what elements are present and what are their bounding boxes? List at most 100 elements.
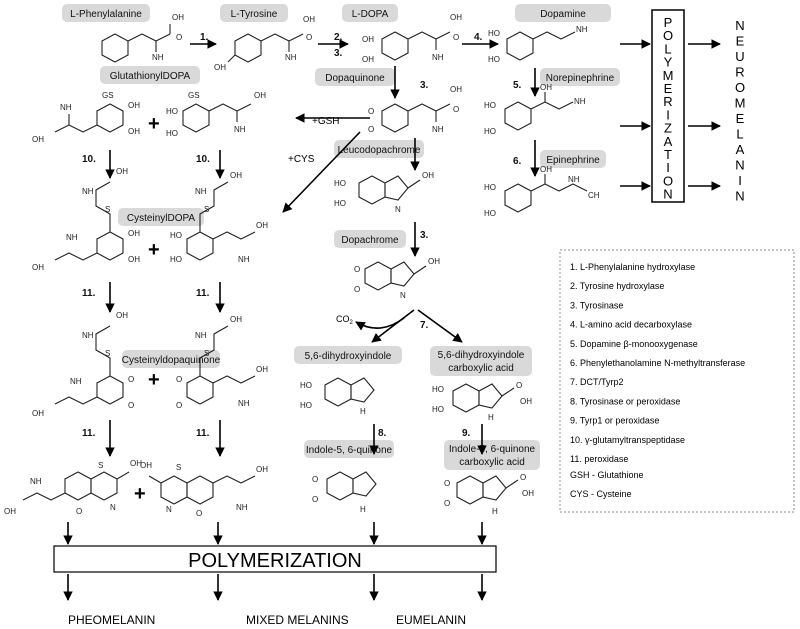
svg-text:Dopamine: Dopamine	[540, 9, 586, 20]
svg-text:carboxylic acid: carboxylic acid	[459, 457, 525, 468]
legend-item: 9. Tyrp1 or peroxidase	[570, 416, 659, 426]
svg-text:O: O	[354, 285, 360, 294]
structure-glutathionyl-dopa: GS OH OH NH OH	[32, 91, 140, 144]
svg-text:OH: OH	[32, 409, 44, 418]
svg-text:O: O	[312, 475, 318, 484]
svg-text:S: S	[105, 349, 110, 358]
svg-text:OH: OH	[116, 167, 128, 176]
label-dopachrome: Dopachrome	[334, 230, 406, 248]
svg-text:OH: OH	[362, 35, 374, 44]
svg-text:O: O	[453, 33, 459, 42]
svg-text:N: N	[110, 503, 116, 512]
neuromelanin-letter: N	[735, 158, 744, 173]
svg-text:HO: HO	[484, 183, 496, 192]
step-8: 8.	[378, 428, 387, 439]
neuromelanin-letter: N	[735, 189, 744, 204]
svg-text:NH: NH	[432, 53, 444, 62]
svg-text:O: O	[128, 401, 134, 410]
label-dopaquinone: Dopaquinone	[315, 68, 395, 86]
svg-text:carboxylic acid: carboxylic acid	[448, 363, 514, 374]
svg-text:Indole-5, 6-quinone: Indole-5, 6-quinone	[449, 444, 536, 455]
svg-text:OH: OH	[230, 315, 242, 324]
svg-text:OH: OH	[256, 221, 268, 230]
legend-item: 6. Phenylethanolamine N-methyltransferas…	[570, 358, 745, 368]
structure-cysteinyl-dopa-2: S HO HO NH OH NH OH	[170, 171, 268, 264]
legend-item: 4. L-amino acid decarboxylase	[570, 320, 692, 330]
polymerization-letter: Y	[664, 55, 673, 70]
step-11b: 11.	[196, 288, 210, 299]
svg-text:S: S	[105, 205, 110, 214]
polymerization-letter: O	[663, 28, 673, 43]
svg-text:O: O	[176, 33, 182, 42]
svg-text:O: O	[176, 375, 182, 384]
label-iqca: Indole-5, 6-quinone carboxylic acid	[444, 440, 540, 470]
reagent-gsh: +GSH	[312, 116, 340, 127]
step-10b: 10.	[196, 154, 210, 165]
abbrev-item: CYS - Cysteine	[570, 489, 632, 499]
svg-text:O: O	[368, 125, 374, 134]
step-7: 7.	[420, 320, 429, 331]
step-11d: 11.	[196, 428, 210, 439]
polymerization-letter: N	[663, 187, 672, 202]
svg-text:NH: NH	[432, 125, 444, 134]
svg-text:OH: OH	[254, 91, 266, 100]
svg-text:O: O	[354, 265, 360, 274]
svg-text:N: N	[395, 205, 401, 214]
svg-text:OH: OH	[256, 465, 268, 474]
structure-norepinephrine: OH NH HO HO	[484, 83, 586, 136]
polymerization-letter: O	[663, 173, 673, 188]
svg-text:OH: OH	[140, 461, 152, 470]
svg-text:CysteinylDOPA: CysteinylDOPA	[127, 213, 195, 224]
svg-text:OH: OH	[540, 165, 552, 174]
legend-box	[559, 249, 795, 513]
label-cysteinyldopaquinone: Cysteinyldopaquinone	[122, 350, 221, 368]
svg-text:H: H	[488, 413, 494, 422]
svg-text:NH: NH	[152, 53, 164, 62]
svg-text:Cysteinyldopaquinone: Cysteinyldopaquinone	[122, 355, 221, 366]
svg-text:OH: OH	[256, 365, 268, 374]
svg-text:L-Tyrosine: L-Tyrosine	[231, 9, 278, 20]
structure-cysteinyl-dopa: S OH OH NH NH OH OH	[32, 167, 140, 272]
svg-text:OH: OH	[303, 15, 315, 24]
plus-1: +	[148, 113, 160, 135]
neuromelanin-letter: E	[736, 34, 745, 49]
step-6: 6.	[513, 156, 522, 167]
polymerization-letter: E	[664, 81, 673, 96]
svg-text:HO: HO	[166, 107, 178, 116]
svg-text:NH: NH	[238, 255, 250, 264]
svg-text:OH: OH	[230, 171, 242, 180]
svg-text:OH: OH	[130, 459, 142, 468]
neuromelanin-letter: L	[736, 127, 743, 142]
svg-text:OH: OH	[540, 83, 552, 92]
polymerization-letter: P	[664, 15, 673, 30]
svg-text:OH: OH	[172, 13, 184, 22]
structure-benzothiazine: S N O OH NH OH	[4, 459, 142, 516]
neuromelanin-letter: I	[738, 173, 742, 188]
reagent-co2: CO2	[336, 314, 354, 326]
svg-text:GS: GS	[102, 91, 114, 100]
polymerization-box	[53, 545, 497, 573]
neuromelanin-letter: M	[735, 96, 746, 111]
polymerization-letter: R	[663, 94, 672, 109]
svg-text:HO: HO	[166, 129, 178, 138]
polymerization-letter: L	[664, 41, 671, 56]
structure-iqca: O O O OH H	[444, 473, 534, 516]
label-indolequinone: Indole-5, 6-quinone	[304, 440, 394, 458]
svg-text:NH: NH	[234, 125, 246, 134]
svg-text:OH: OH	[428, 257, 440, 266]
svg-text:H: H	[360, 505, 366, 514]
structure-benzothiazine-2: S N O OH NH OH	[140, 461, 268, 518]
svg-text:O: O	[76, 507, 82, 516]
svg-text:OH: OH	[32, 263, 44, 272]
svg-text:NH: NH	[574, 97, 586, 106]
plus-4: +	[134, 483, 146, 505]
abbrev-item: GSH - Glutathione	[570, 470, 644, 480]
svg-text:O: O	[368, 107, 374, 116]
svg-text:O: O	[444, 479, 450, 488]
svg-text:HO: HO	[432, 385, 444, 394]
label-epinephrine: Epinephrine	[540, 150, 606, 168]
legend-item: 11. peroxidase	[570, 454, 628, 464]
plus-3: +	[148, 369, 160, 391]
